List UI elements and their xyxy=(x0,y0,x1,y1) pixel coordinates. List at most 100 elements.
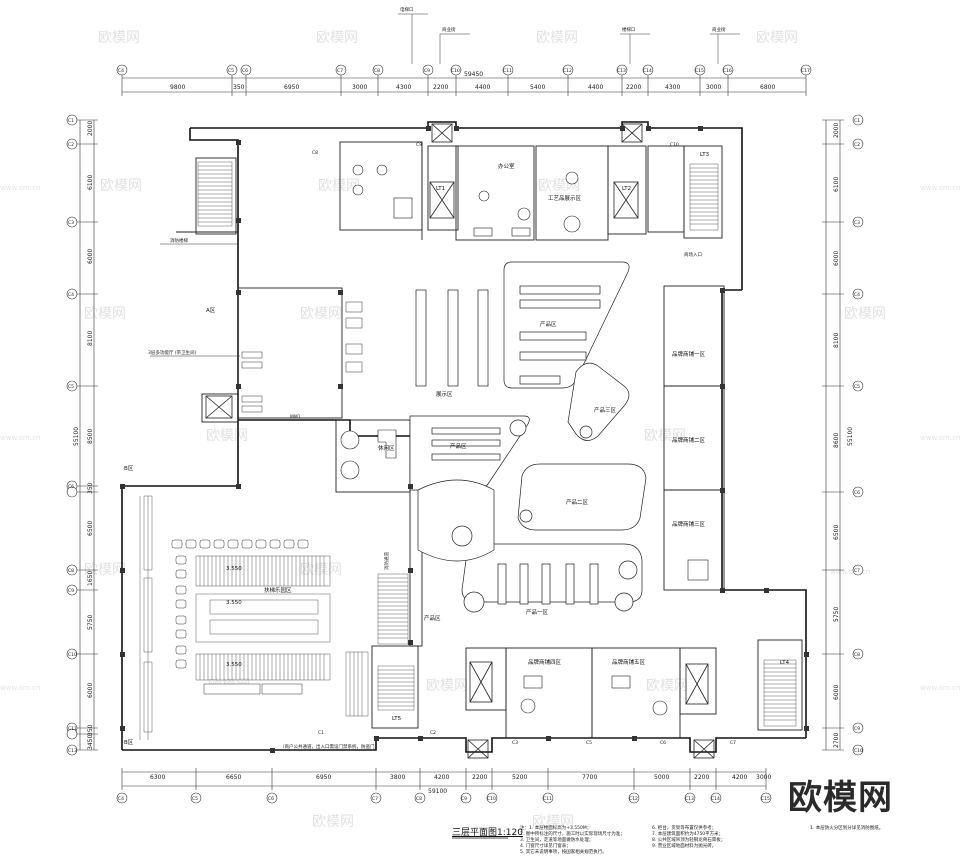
svg-text:C2: C2 xyxy=(430,730,436,736)
fire-corridor-label: 消防通道 xyxy=(383,552,390,570)
svg-text:C8: C8 xyxy=(416,796,422,802)
escalators xyxy=(139,495,331,740)
note-line: 2. 图中所标注的尺寸，施工时以实际现场尺寸为准； xyxy=(520,832,625,837)
svg-text:C11: C11 xyxy=(68,726,77,732)
svg-text:C5: C5 xyxy=(228,68,234,74)
svg-text:C14: C14 xyxy=(643,68,652,74)
product-area-3-label: 产品区 xyxy=(424,614,441,622)
svg-text:C13: C13 xyxy=(617,68,626,74)
room-labels: A区 B区 B区 产品一区 产品二区 产品三区 产品区 产品区 产品区 展示区 … xyxy=(124,152,790,746)
svg-text:4400: 4400 xyxy=(475,84,490,91)
svg-text:欧模网: 欧模网 xyxy=(316,30,358,46)
svg-text:C7: C7 xyxy=(854,568,860,574)
svg-text:www.om.cn: www.om.cn xyxy=(0,684,40,692)
svg-text:C15: C15 xyxy=(761,796,770,802)
svg-text:8100: 8100 xyxy=(87,331,94,346)
svg-text:C3: C3 xyxy=(68,220,74,226)
svg-text:C5: C5 xyxy=(192,796,198,802)
svg-text:6000: 6000 xyxy=(87,249,94,264)
svg-text:消防楼梯: 消防楼梯 xyxy=(170,237,188,244)
stair-hatching xyxy=(197,161,797,727)
svg-text:C4: C4 xyxy=(854,292,860,298)
svg-text:6000: 6000 xyxy=(833,251,840,266)
svg-text:C6: C6 xyxy=(660,740,666,746)
svg-text:C8: C8 xyxy=(374,68,380,74)
svg-text:欧模网: 欧模网 xyxy=(84,562,126,578)
svg-text:6950: 6950 xyxy=(284,84,299,91)
svg-text:C13: C13 xyxy=(68,748,77,754)
escalator-area-label: 扶梯乐园区 xyxy=(264,586,292,594)
svg-text:C3: C3 xyxy=(854,220,860,226)
svg-text:C9: C9 xyxy=(68,588,74,594)
left-axis-bubbles: C1 C2 C3 C4 C5 C6 C8 C9 C10 C11 C13 xyxy=(66,114,78,756)
mall-entry-label: 商场入口 xyxy=(684,251,702,258)
svg-text:欧模网: 欧模网 xyxy=(206,428,248,444)
svg-text:C4: C4 xyxy=(68,292,74,298)
notes-block-2: 6. 柜台，货架等布置仅供参考； 7. 本层建筑面积约为4750平方米； 8. … xyxy=(652,826,725,850)
svg-text:C9: C9 xyxy=(416,142,422,148)
svg-text:C13: C13 xyxy=(685,796,694,802)
svg-text:C12: C12 xyxy=(629,796,638,802)
product-area-label: 产品区 xyxy=(540,320,557,328)
svg-text:C9: C9 xyxy=(424,68,430,74)
svg-text:3000: 3000 xyxy=(756,774,771,781)
svg-text:欧模网: 欧模网 xyxy=(84,306,126,322)
svg-text:C10: C10 xyxy=(451,68,460,74)
svg-text:C6: C6 xyxy=(268,796,274,802)
svg-text:6000: 6000 xyxy=(87,683,94,698)
top-callouts xyxy=(398,13,740,64)
svg-text:C10: C10 xyxy=(670,142,679,148)
svg-text:C7: C7 xyxy=(730,740,736,746)
svg-text:2000: 2000 xyxy=(833,123,840,138)
svg-text:C9: C9 xyxy=(854,726,860,732)
callout-top-1: 电梯口 xyxy=(400,6,414,13)
display-islands xyxy=(409,261,647,613)
zone-b-top-label: B区 xyxy=(124,465,134,472)
svg-text:www.om.cn: www.om.cn xyxy=(830,568,870,576)
notes-block-3: 1. 本层防火分区划分详见消防图纸。 xyxy=(810,826,883,832)
rest-area-label: 休闲区 xyxy=(378,444,395,452)
brand-shop-4-label: 品牌商铺四区 xyxy=(528,658,562,666)
callout-top-3: 楼梯口 xyxy=(622,26,636,33)
svg-text:C14: C14 xyxy=(711,796,720,802)
svg-text:3450: 3450 xyxy=(87,735,94,750)
office-label: 办公室 xyxy=(498,162,515,170)
svg-text:欧模网: 欧模网 xyxy=(536,30,578,46)
svg-text:www.om.cn: www.om.cn xyxy=(0,434,40,442)
svg-text:5000: 5000 xyxy=(654,774,669,781)
svg-text:欧模网: 欧模网 xyxy=(318,178,360,194)
svg-text:C10: C10 xyxy=(487,796,496,802)
craft-area-label: 工艺品展示区 xyxy=(548,195,582,202)
svg-text:C5: C5 xyxy=(68,384,74,390)
product-zone-3-label: 产品三区 xyxy=(594,406,617,414)
svg-text:59100: 59100 xyxy=(428,788,447,795)
svg-text:2200: 2200 xyxy=(433,84,448,91)
svg-text:（商户公共通道，出入口需设门禁系统，防盗门）: （商户公共通道，出入口需设门禁系统，防盗门） xyxy=(280,743,379,750)
svg-text:350: 350 xyxy=(87,482,94,494)
elevation-mark-1: 3.550 xyxy=(226,566,242,572)
lift-ltd5-label: LT5 xyxy=(392,716,402,722)
svg-text:C5: C5 xyxy=(854,384,860,390)
structural-columns xyxy=(120,126,809,753)
svg-text:欧模网: 欧模网 xyxy=(646,678,688,694)
lift-ltd2-label: LT2 xyxy=(622,186,631,192)
svg-text:8100: 8100 xyxy=(833,333,840,348)
svg-text:C4: C4 xyxy=(118,796,124,802)
product-zone-1-label: 产品一区 xyxy=(526,608,549,616)
svg-text:欧模网: 欧模网 xyxy=(844,306,886,322)
svg-text:5750: 5750 xyxy=(87,615,94,630)
svg-text:C17: C17 xyxy=(801,68,810,74)
bottom-dimension-labels: 6300 6650 6950 3800 4200 2200 5200 7700 … xyxy=(150,774,771,795)
svg-text:欧模网: 欧模网 xyxy=(644,428,686,444)
svg-text:4200: 4200 xyxy=(434,774,449,781)
lift-ltd4-label: LT4 xyxy=(780,660,790,666)
svg-text:C6: C6 xyxy=(68,484,74,490)
svg-text:6950: 6950 xyxy=(316,774,331,781)
bottom-axis-bubbles: C4 C5 C6 C7 C8 C9 C10 C11 C12 C13 C14 C1… xyxy=(116,792,772,804)
svg-text:C2: C2 xyxy=(68,142,74,148)
svg-text:C9: C9 xyxy=(461,796,467,802)
svg-text:C11: C11 xyxy=(543,796,552,802)
svg-text:2200: 2200 xyxy=(472,774,487,781)
top-dimension-labels: 59450 9800 350 6950 3000 4300 2200 4400 … xyxy=(170,71,775,91)
side-callouts: 3层多功能厅 (带卫生间) 消防楼梯 （商户公共通道，出入口需设门禁系统，防盗门… xyxy=(148,142,736,750)
